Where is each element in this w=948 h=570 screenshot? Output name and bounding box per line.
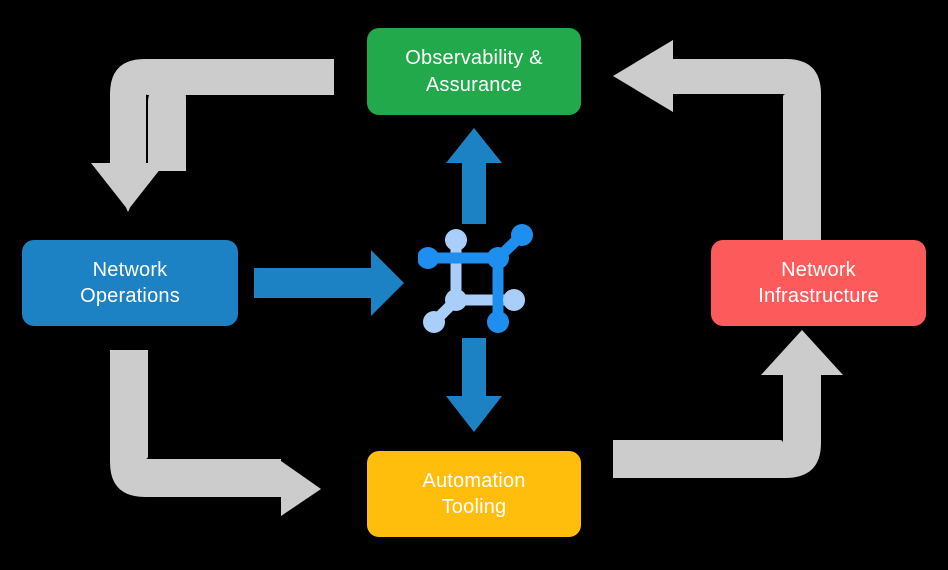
grey-arrow-observability-to-network-operations [109,59,334,212]
node-box-network-infrastructure[interactable]: Network Infrastructure [711,240,926,326]
blue-arrow-network-operations-to-center [254,250,404,316]
blue-arrow-center-to-automation-tooling [446,338,502,432]
grey-arrow-automation-tooling-to-network-infrastructure [613,330,843,478]
network-icon-secondary-nodes [423,229,525,333]
network-topology-icon [418,224,533,333]
grey-arrow-observability-to-network-operations-body [91,59,334,210]
grey-arrow-network-operations-to-automation-tooling [110,350,321,516]
node-box-automation-tooling[interactable]: Automation Tooling [367,451,581,537]
grey-arrow-network-infrastructure-to-observability-body [613,40,821,240]
blue-arrow-center-to-observability [446,128,502,224]
network-icon-primary-nodes [418,224,533,333]
node-box-observability-assurance[interactable]: Observability & Assurance [367,28,581,115]
node-box-network-operations[interactable]: Network Operations [22,240,238,326]
